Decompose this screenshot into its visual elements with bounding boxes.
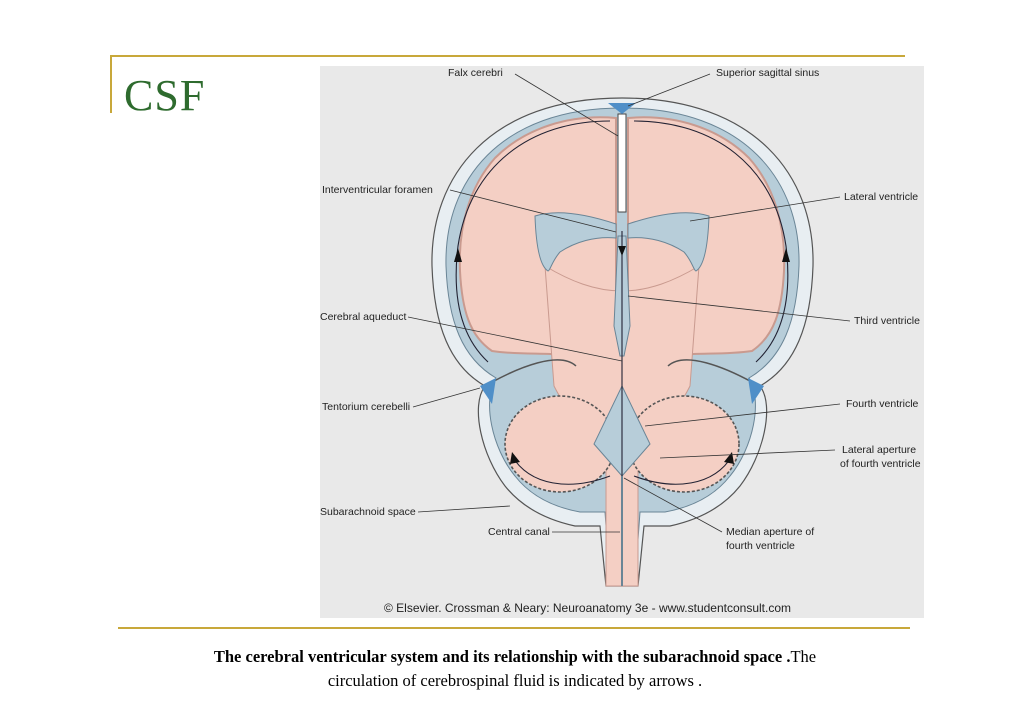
label-central-canal: Central canal [488, 526, 550, 538]
leader-subarachnoid [417, 505, 511, 513]
leader-sinus [627, 73, 711, 107]
label-tentorium-cerebelli: Tentorium cerebelli [322, 401, 410, 413]
label-lateral-aperture-line2: of fourth ventricle [840, 458, 921, 470]
label-third-ventricle: Third ventricle [854, 315, 920, 327]
arrow-head-left [454, 248, 462, 262]
csf-flow-lower-right [633, 455, 733, 485]
label-interventricular-foramen: Interventricular foramen [322, 184, 433, 196]
caption-rest-line1: The [790, 647, 817, 666]
leader-aqueduct [407, 316, 623, 362]
leader-third [627, 295, 851, 322]
lateral-ventricles [534, 212, 710, 272]
label-median-aperture-line2: fourth ventricle [726, 540, 795, 552]
caption-top-rule [118, 627, 910, 629]
csf-diagram-figure: Falx cerebri Superior sagittal sinus Int… [320, 66, 924, 618]
label-lateral-ventricle: Lateral ventricle [844, 191, 918, 203]
tentorium-left [484, 359, 577, 387]
csf-flow-right [633, 120, 789, 363]
caption-bold-text: The cerebral ventricular system and its … [213, 647, 791, 666]
figure-caption: The cerebral ventricular system and its … [120, 645, 910, 693]
arrow-head-lower-left [510, 452, 520, 464]
leader-falx [514, 73, 619, 137]
slide-title: CSF [124, 71, 206, 120]
label-fourth-ventricle: Fourth ventricle [846, 398, 919, 410]
figure-copyright: © Elsevier. Crossman & Neary: Neuroanato… [384, 601, 791, 615]
title-left-rule [110, 55, 112, 113]
label-median-aperture-line1: Median aperture of [726, 526, 814, 538]
csf-diagram-svg: Falx cerebri Superior sagittal sinus Int… [320, 67, 921, 615]
caption-line2: circulation of cerebrospinal fluid is in… [327, 671, 703, 690]
arrow-head-center [618, 246, 626, 256]
csf-flow-lower-left [511, 455, 611, 485]
leader-median-aperture [623, 477, 723, 533]
label-lateral-aperture-line1: Lateral aperture [842, 444, 916, 456]
leader-fourth [644, 403, 841, 427]
label-falx-cerebri: Falx cerebri [448, 67, 503, 79]
leader-interventricular [449, 189, 617, 233]
tentorium-sinus-left [480, 378, 496, 404]
label-superior-sagittal-sinus: Superior sagittal sinus [716, 67, 819, 79]
leader-tentorium [412, 387, 481, 408]
label-subarachnoid-space: Subarachnoid space [320, 506, 416, 518]
tentorium-right [667, 359, 760, 387]
leader-lateral-aperture [659, 449, 836, 459]
arrow-head-right [782, 248, 790, 262]
falx-cerebri [617, 113, 627, 213]
leader-lateral-ventricle [689, 196, 841, 222]
title-top-rule [110, 55, 905, 57]
tentorium-sinus-right [748, 378, 764, 404]
label-cerebral-aqueduct: Cerebral aqueduct [320, 311, 406, 323]
